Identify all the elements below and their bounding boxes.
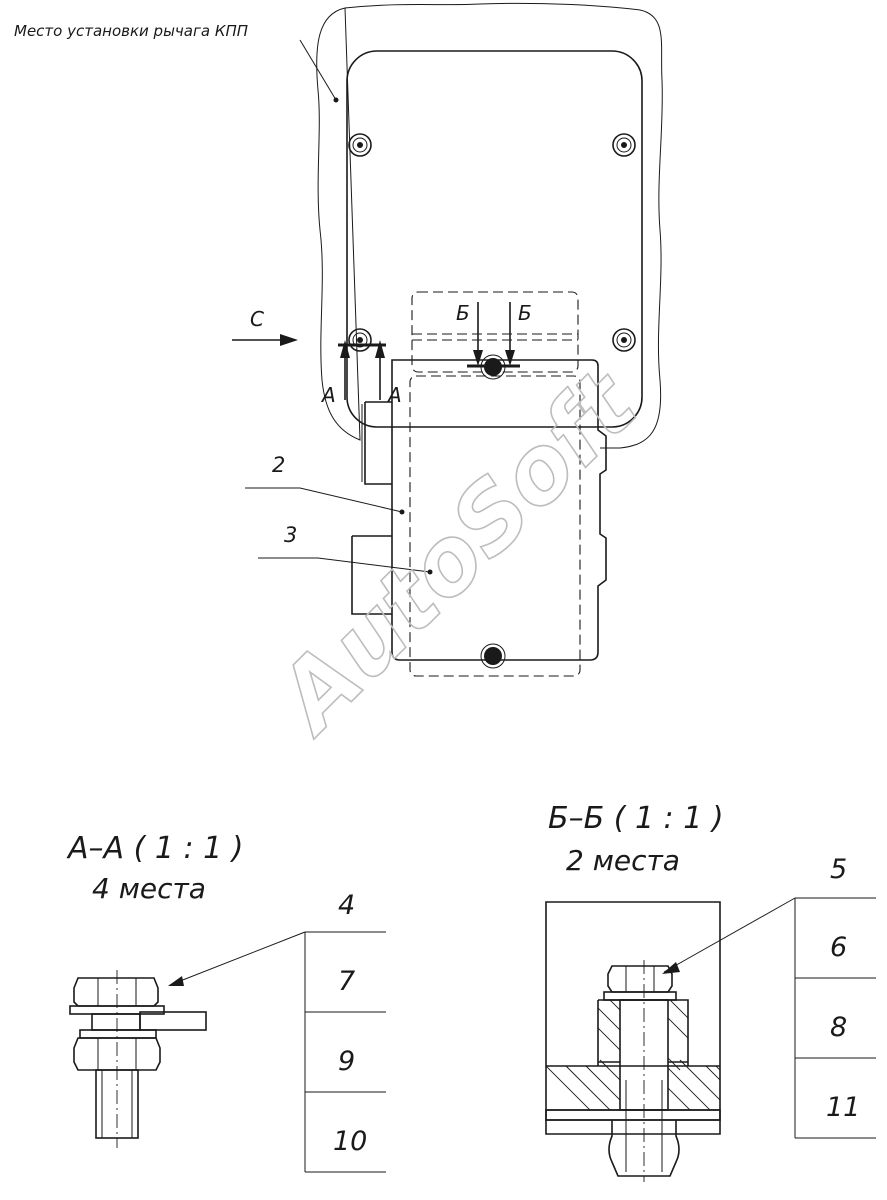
section-b-bolt-head [607, 965, 673, 993]
cut-b-left-label: Б [456, 301, 470, 325]
bolt-head-icon [612, 328, 636, 352]
cover-plate [346, 50, 643, 428]
bolt-head-icon [612, 133, 636, 157]
position-2-label: 2 [272, 453, 285, 477]
section-b-pos-6: 6 [830, 932, 847, 963]
section-a-pos-7: 7 [338, 966, 355, 997]
leader-2 [245, 487, 403, 513]
housing [391, 359, 607, 661]
section-a-pos-9: 9 [338, 1046, 355, 1077]
leader-lever [299, 39, 337, 101]
cut-a-left-label: А [320, 383, 336, 407]
bolt-head [73, 977, 159, 1007]
nut [73, 1037, 161, 1071]
section-a-count: 4 места [92, 872, 206, 905]
section-hatching [546, 1000, 720, 1110]
main-view: Место установки рычага КПП С А А Б Б 2 3 [14, 2, 663, 677]
section-b-marker [467, 302, 520, 368]
section-b-pos-8: 8 [830, 1012, 847, 1043]
view-c-label: С [250, 307, 264, 331]
section-a-title: А–А ( 1 : 1 ) [66, 831, 243, 866]
section-a-pos-4: 4 [338, 890, 355, 921]
section-a-view: А–А ( 1 : 1 ) 4 места 4 7 9 10 [66, 831, 386, 1173]
break-outline [316, 2, 663, 449]
position-3-label: 3 [284, 523, 297, 547]
lever-place-label: Место установки рычага КПП [14, 22, 248, 40]
section-b-housing [545, 901, 721, 1135]
section-b-count: 2 места [566, 844, 680, 877]
bolt-head-icon [348, 328, 372, 352]
section-b-pos-11: 11 [826, 1092, 860, 1123]
leader-3 [258, 557, 431, 573]
bolt-head-icon [480, 643, 506, 669]
section-b-pos-5: 5 [830, 854, 847, 885]
section-b-title: Б–Б ( 1 : 1 ) [548, 801, 724, 836]
cut-a-right-label: А [386, 383, 402, 407]
section-a-pos-10: 10 [333, 1126, 367, 1157]
view-c-arrow-icon [232, 334, 298, 346]
section-b-view: Б–Б ( 1 : 1 ) 2 места [545, 801, 876, 1182]
watermark: AutoSoft [254, 349, 659, 754]
hidden-insert [409, 375, 581, 677]
bolt-head-icon [348, 133, 372, 157]
cut-b-right-label: Б [518, 301, 532, 325]
section-a-marker [338, 340, 386, 400]
